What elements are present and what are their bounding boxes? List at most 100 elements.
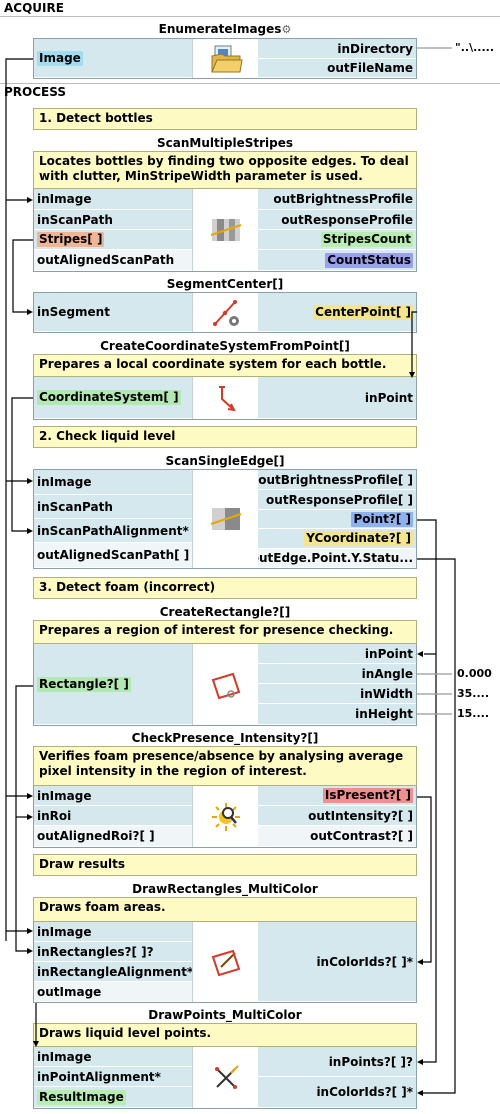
enumerate-inputs: Image <box>34 39 192 78</box>
pin-image[interactable]: Image <box>34 39 192 78</box>
draw-points-title[interactable]: DrawPoints_MultiColor <box>148 1008 302 1022</box>
pin-in-rectangle-alignment-label: inRectangleAlignment* <box>37 964 192 979</box>
pin-out-response-profile[interactable]: outResponseProfile[ ] <box>258 490 416 510</box>
enumerate-images-title[interactable]: EnumerateImages⚙ <box>33 21 417 37</box>
pin-out-aligned-scan-path[interactable]: outAlignedScanPath <box>34 250 192 271</box>
pin-in-angle[interactable]: inAngle <box>258 664 416 684</box>
segment-center-node[interactable]: inSegment CenterPoint[ ] <box>33 292 417 333</box>
pin-stripes[interactable]: Stripes[ ] <box>34 230 192 250</box>
create-cs-title[interactable]: CreateCoordinateSystemFromPoint[] <box>100 339 350 353</box>
scan-multiple-stripes-node[interactable]: inImage inScanPath Stripes[ ] outAligned… <box>33 189 417 272</box>
create-cs-node[interactable]: CoordinateSystem[ ] inPoint <box>33 377 417 420</box>
pin-in-color-ids-label: inColorIds?[ ]* <box>316 1085 413 1099</box>
pin-image-label: Image <box>37 50 83 66</box>
pin-stripes-count[interactable]: StripesCount <box>258 230 416 250</box>
pin-out-aligned-scan-path-label: outAlignedScanPath <box>37 253 175 267</box>
pin-in-image[interactable]: inImage <box>34 1047 192 1067</box>
draw-rectangles-title[interactable]: DrawRectangles_MultiColor <box>132 882 318 896</box>
segment-center-title[interactable]: SegmentCenter[] <box>166 277 284 291</box>
pin-out-intensity-label: outIntensity?[ ] <box>308 808 413 823</box>
comment-detect-bottles[interactable]: 1. Detect bottles <box>33 108 417 130</box>
pin-in-roi-label: inRoi <box>37 808 72 823</box>
pin-in-rectangle-alignment[interactable]: inRectangleAlignment* <box>34 962 192 982</box>
pin-in-color-ids[interactable]: inColorIds?[ ]* <box>258 1077 416 1108</box>
pin-in-height[interactable]: inHeight <box>258 704 416 725</box>
scan-multiple-stripes-desc: Locates bottles by finding two opposite … <box>33 151 417 189</box>
pin-point[interactable]: Point?[ ] <box>258 510 416 529</box>
pin-in-roi[interactable]: inRoi <box>34 806 192 826</box>
wire-ispresent-to-color-ids[interactable] <box>417 796 432 963</box>
in-height-value[interactable]: 15.... <box>457 707 490 720</box>
pin-in-point-alignment[interactable]: inPointAlignment* <box>34 1067 192 1087</box>
pin-out-edge-status[interactable]: outEdge.Point.Y.Statu... <box>258 549 416 568</box>
wire-rectangle-to-draw[interactable] <box>15 685 33 952</box>
in-angle-value[interactable]: 0.000 <box>457 667 492 680</box>
wire-stripes-to-segment[interactable] <box>12 239 33 313</box>
wire-cs-to-scan-path-alignment[interactable] <box>11 397 33 532</box>
draw-rectangles-node[interactable]: inImage inRectangles?[ ]? inRectangleAli… <box>33 922 417 1003</box>
create-rectangle-node[interactable]: Rectangle?[ ] inPoint inAngle inWidth in… <box>33 644 417 726</box>
draw-points-inputs: inImage inPointAlignment* ResultImage <box>34 1047 192 1108</box>
scan-single-edge-title[interactable]: ScanSingleEdge[] <box>165 454 285 468</box>
pin-in-scan-path[interactable]: inScanPath <box>34 495 192 519</box>
pin-in-image[interactable]: inImage <box>34 189 192 210</box>
pin-in-image-label: inImage <box>37 192 92 206</box>
wire-image-bus[interactable] <box>5 58 33 941</box>
pin-in-image-label: inImage <box>37 788 92 803</box>
scan-multiple-stripes-title[interactable]: ScanMultipleStripes <box>157 136 293 150</box>
in-width-value[interactable]: 35.... <box>457 687 490 700</box>
create-cs-desc: Prepares a local coordinate system for e… <box>33 354 417 377</box>
draw-points-node[interactable]: inImage inPointAlignment* ResultImage in… <box>33 1047 417 1109</box>
pin-is-present[interactable]: IsPresent?[ ] <box>258 786 416 806</box>
pin-center-point[interactable]: CenterPoint[ ] <box>258 293 416 332</box>
pin-result-image[interactable]: ResultImage <box>34 1087 192 1108</box>
pin-out-file-name[interactable]: outFileName <box>258 59 416 78</box>
pin-in-point-label: inPoint <box>364 646 413 661</box>
pin-out-brightness-profile[interactable]: outBrightnessProfile <box>258 189 416 210</box>
pin-in-rectangles[interactable]: inRectangles?[ ]? <box>34 942 192 962</box>
check-presence-node[interactable]: inImage inRoi outAlignedRoi?[ ] IsPresen… <box>33 786 417 848</box>
pin-in-image[interactable]: inImage <box>34 470 192 495</box>
create-rectangle-title[interactable]: CreateRectangle?[] <box>159 605 291 619</box>
comment-check-liquid[interactable]: 2. Check liquid level <box>33 426 417 448</box>
wire-point-to-inpoints[interactable] <box>420 654 437 1063</box>
pin-out-contrast[interactable]: outContrast?[ ] <box>258 826 416 847</box>
comment-draw-results[interactable]: Draw results <box>33 854 417 876</box>
pin-out-response-profile[interactable]: outResponseProfile <box>258 210 416 230</box>
pin-count-status[interactable]: CountStatus <box>258 250 416 271</box>
pin-in-point[interactable]: inPoint <box>258 377 416 419</box>
pin-in-image[interactable]: inImage <box>34 786 192 806</box>
wire-centerpoint-to-inpoint[interactable] <box>411 311 417 375</box>
pin-in-segment[interactable]: inSegment <box>34 293 192 332</box>
in-directory-value[interactable]: "..\..... <box>455 41 494 54</box>
pin-out-aligned-scan-path[interactable]: outAlignedScanPath[ ] <box>34 543 192 568</box>
pin-coordinate-system[interactable]: CoordinateSystem[ ] <box>34 377 192 419</box>
pin-in-scan-path-alignment[interactable]: inScanPathAlignment* <box>34 519 192 543</box>
pin-in-points[interactable]: inPoints?[ ]? <box>258 1047 416 1077</box>
wire-status-to-color-ids[interactable] <box>417 558 456 1094</box>
comment-detect-foam[interactable]: 3. Detect foam (incorrect) <box>33 577 417 599</box>
pin-rectangle[interactable]: Rectangle?[ ] <box>34 644 192 725</box>
pin-out-aligned-roi[interactable]: outAlignedRoi?[ ] <box>34 826 192 847</box>
pin-out-intensity[interactable]: outIntensity?[ ] <box>258 806 416 826</box>
draw-points-icon-cell <box>192 1047 260 1108</box>
enumerate-images-node[interactable]: Image inDirectory outFileName <box>33 38 417 79</box>
wire-rect-params-values <box>417 673 452 715</box>
wire-point-to-inpoint[interactable] <box>417 519 437 655</box>
pin-out-image[interactable]: outImage <box>34 982 192 1002</box>
section-divider <box>0 16 500 17</box>
pin-in-color-ids[interactable]: inColorIds?[ ]* <box>258 922 416 1002</box>
check-presence-title[interactable]: CheckPresence_Intensity?[] <box>131 731 319 745</box>
enumerate-icon-cell <box>192 39 260 78</box>
pin-out-brightness-profile[interactable]: outBrightnessProfile[ ] <box>258 470 416 490</box>
pin-in-scan-path[interactable]: inScanPath <box>34 210 192 230</box>
pin-in-width[interactable]: inWidth <box>258 684 416 704</box>
scan-single-edge-node[interactable]: inImage inScanPath inScanPathAlignment* … <box>33 469 417 569</box>
pin-in-directory[interactable]: inDirectory <box>258 39 416 59</box>
gear-icon[interactable]: ⚙ <box>281 23 292 36</box>
arrowheads <box>27 197 423 1096</box>
pin-in-image[interactable]: inImage <box>34 922 192 942</box>
pin-in-point[interactable]: inPoint <box>258 644 416 664</box>
pin-in-color-ids-label: inColorIds?[ ]* <box>316 954 413 969</box>
pin-y-coordinate[interactable]: YCoordinate?[ ] <box>258 529 416 549</box>
